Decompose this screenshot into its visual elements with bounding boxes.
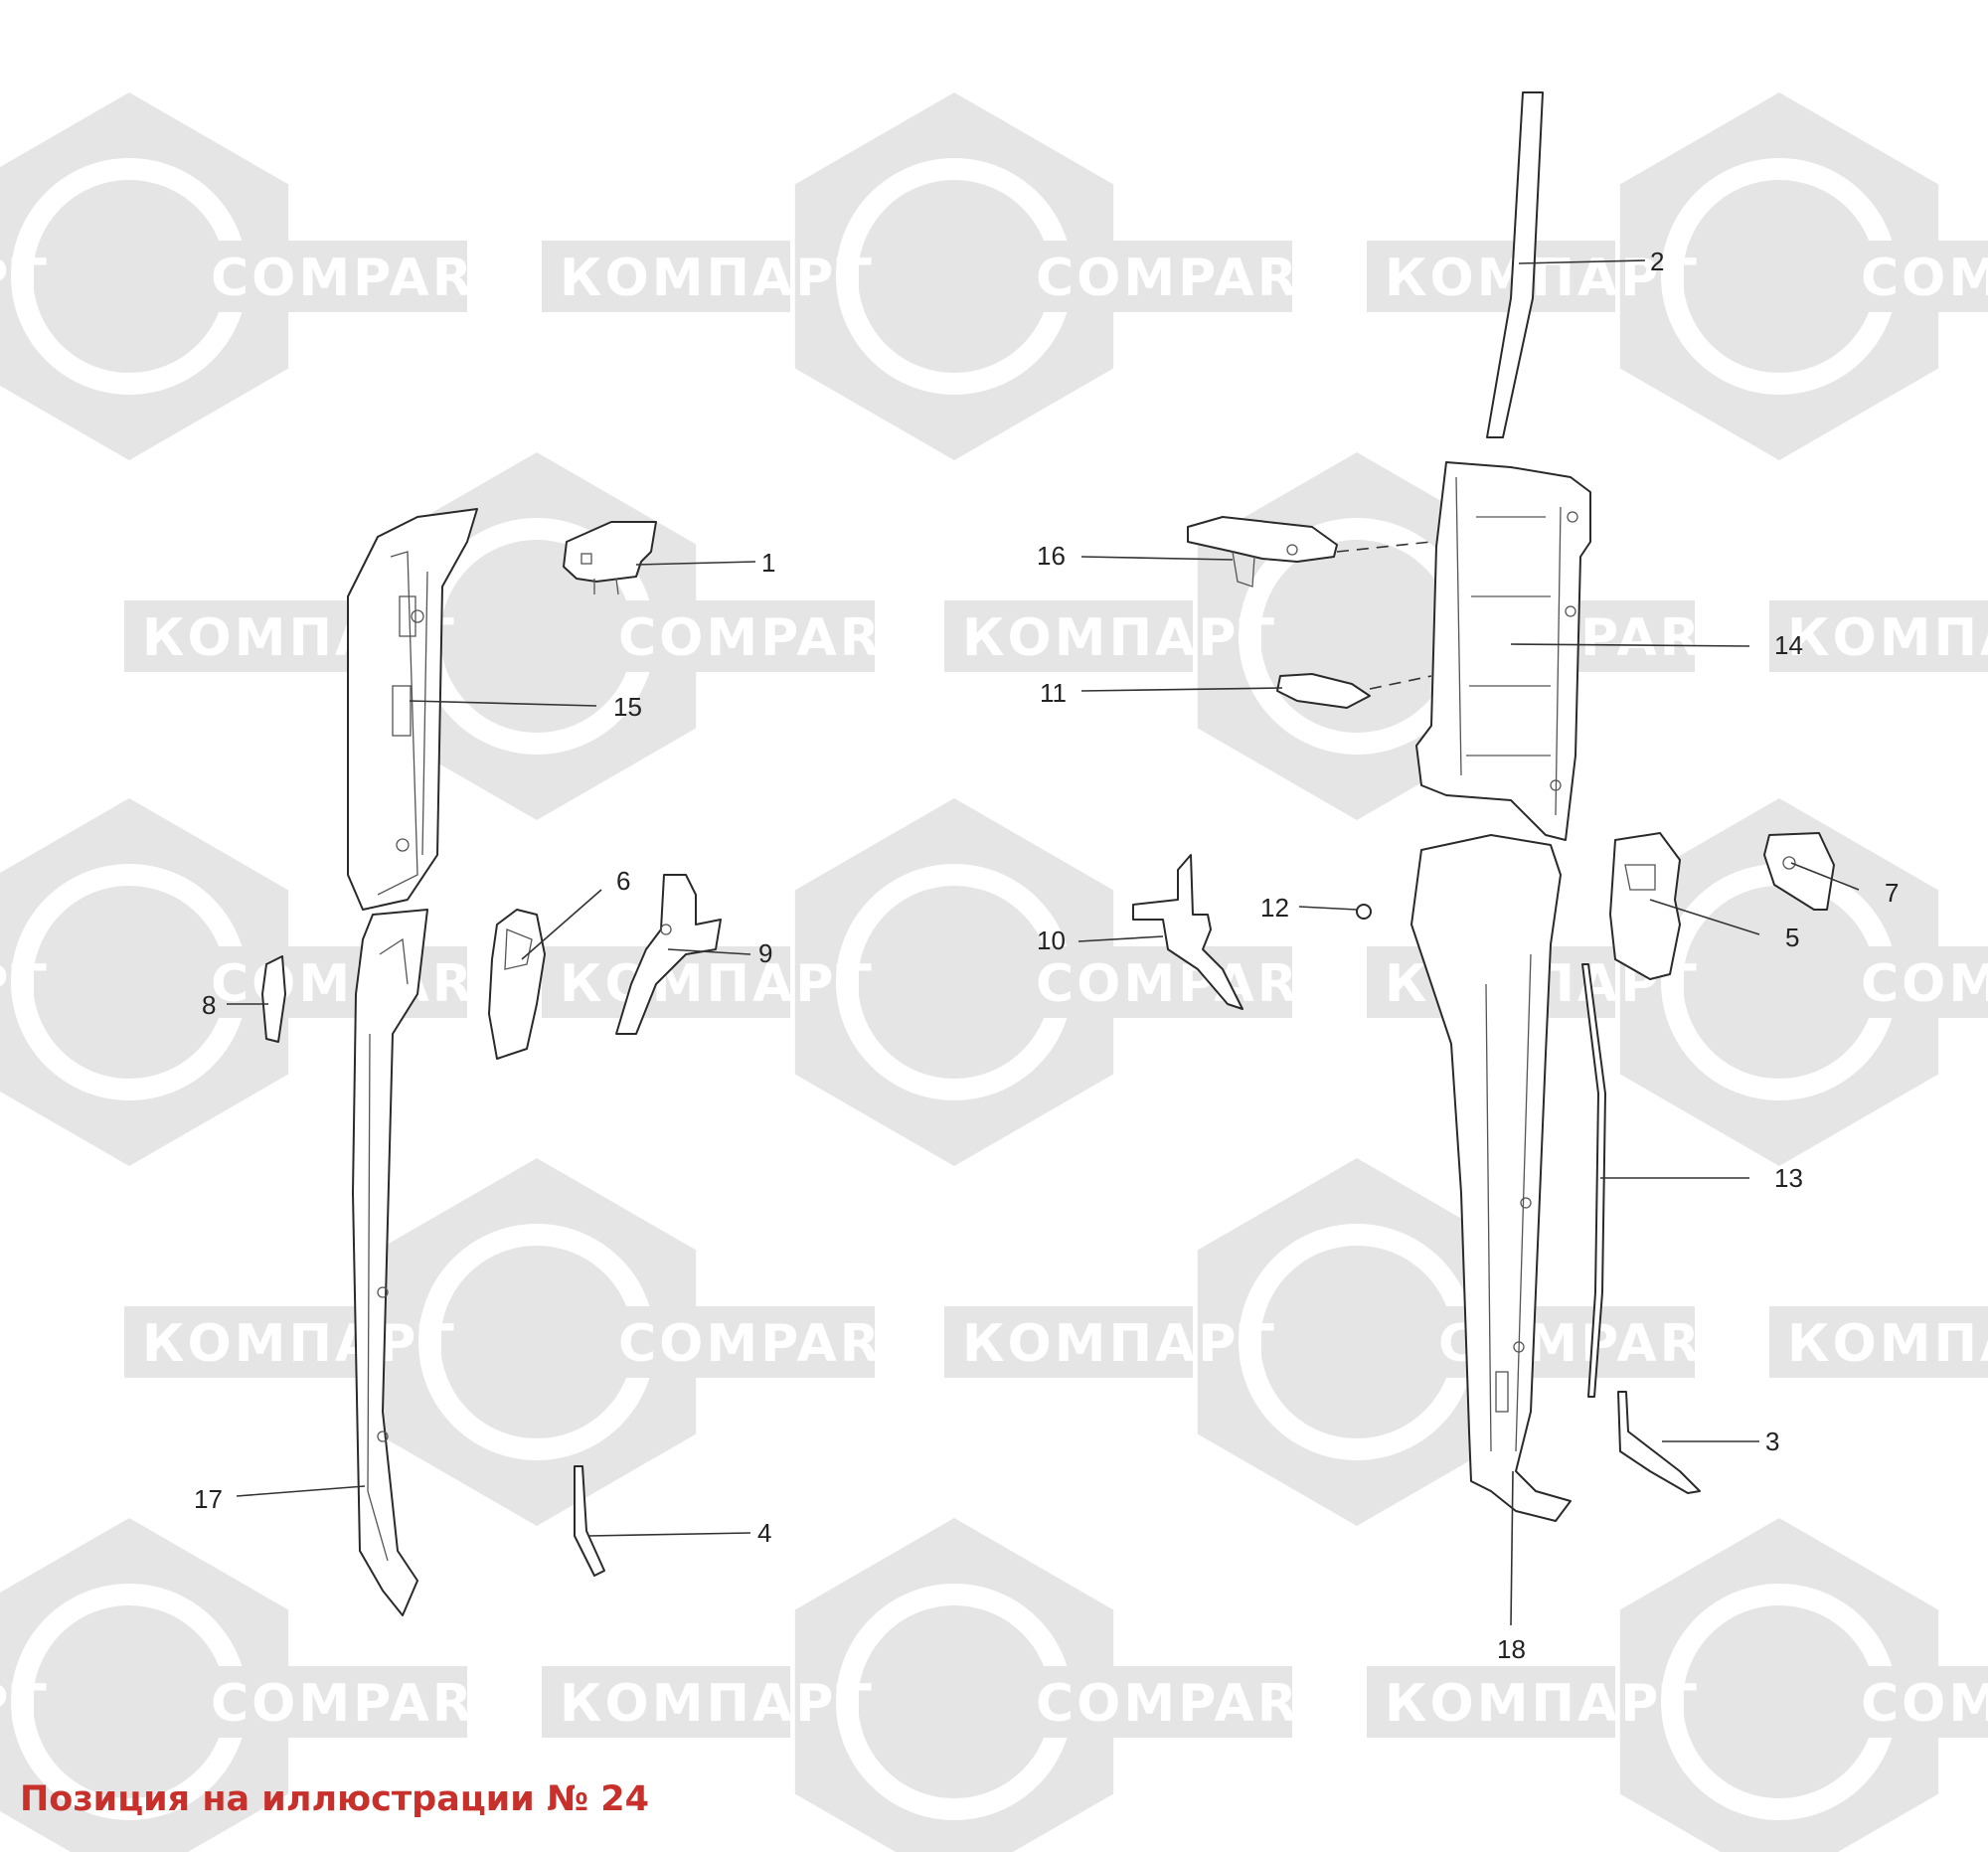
part-18-lower-pillar xyxy=(1410,834,1572,1522)
callout-13: 13 xyxy=(1774,1163,1803,1193)
callout-8: 8 xyxy=(202,990,216,1020)
callout-14: 14 xyxy=(1774,630,1803,660)
callout-4: 4 xyxy=(757,1518,771,1548)
watermark-latin: COMPART xyxy=(618,608,918,668)
watermark-logo: КОМПАРТ COMPART xyxy=(0,92,511,460)
watermark-cyrillic: КОМПАРТ xyxy=(962,608,1277,668)
watermark-cyrillic: КОМПАРТ xyxy=(0,954,50,1014)
watermark-cyrillic: КОМПАРТ xyxy=(1787,1314,1988,1374)
assembly-line-16 xyxy=(1336,541,1432,553)
watermark-logo: КОМПАРТ COMPART xyxy=(0,1518,511,1852)
assembly-line-11 xyxy=(1369,675,1432,690)
watermark-latin: COMPART xyxy=(211,249,511,308)
part-12-nut xyxy=(1356,904,1372,920)
watermark-logo: КОМПАРТ COMPART xyxy=(1367,1518,1988,1852)
watermark-latin: COMPART xyxy=(1861,1674,1988,1734)
part-10-bracket xyxy=(1132,854,1243,1010)
watermark-cyrillic: КОМПАРТ xyxy=(142,1314,457,1374)
watermark-cyrillic: КОМПАРТ xyxy=(0,249,50,308)
callout-2: 2 xyxy=(1650,247,1664,276)
part-5-bracket xyxy=(1609,832,1681,980)
watermark-logo: КОМПАРТ COMPART xyxy=(542,798,1336,1166)
watermark-logo: КОМПАРТ COMPART xyxy=(1367,92,1988,460)
callout-18: 18 xyxy=(1497,1634,1526,1664)
leader-lines xyxy=(227,259,1860,1626)
watermark-latin: COMPART xyxy=(1036,1674,1336,1734)
callout-9: 9 xyxy=(758,938,772,968)
callout-1: 1 xyxy=(761,548,775,578)
callout-15: 15 xyxy=(613,692,642,722)
callout-11: 11 xyxy=(1040,678,1067,708)
watermark-latin: COMPART xyxy=(618,1314,918,1374)
callout-numbers: 1 2 3 4 5 6 7 8 9 10 11 12 13 14 15 16 1… xyxy=(194,247,1899,1664)
watermark-cyrillic: КОМПАРТ xyxy=(560,1674,875,1734)
watermark-logo: КОМПАРТ COMPART xyxy=(124,1158,918,1526)
watermark-latin: COMPART xyxy=(1861,954,1988,1014)
part-14-panel xyxy=(1415,461,1591,841)
watermark-cyrillic: КОМПАРТ xyxy=(560,249,875,308)
callout-12: 12 xyxy=(1260,893,1289,923)
watermark-cyrillic: КОМПАРТ xyxy=(1385,249,1700,308)
watermark-logo: КОМПАРТ COMPART xyxy=(542,1518,1336,1852)
watermark-cyrillic: КОМПАРТ xyxy=(560,954,875,1014)
watermark-cyrillic: КОМПАРТ xyxy=(1385,1674,1700,1734)
part-17-lower-pillar xyxy=(352,909,428,1616)
part-13-seal-strip xyxy=(1581,963,1606,1398)
part-8-small-cover xyxy=(261,955,286,1043)
callout-3: 3 xyxy=(1765,1427,1779,1456)
illustration-position-caption: Позиция на иллюстрации № 24 xyxy=(20,1779,650,1819)
part-4-clip xyxy=(574,1465,605,1577)
callout-10: 10 xyxy=(1037,926,1066,955)
callout-17: 17 xyxy=(194,1484,223,1514)
watermark-cyrillic: КОМПАРТ xyxy=(1787,608,1988,668)
watermark-logo: КОМПАРТ COMPART xyxy=(542,92,1336,460)
part-2-strip xyxy=(1486,91,1544,438)
part-16-bracket xyxy=(1187,516,1338,588)
part-3-clip xyxy=(1617,1391,1701,1494)
callout-16: 16 xyxy=(1037,541,1066,571)
watermark-latin: COMPART xyxy=(1036,954,1336,1014)
part-6-bracket xyxy=(488,909,546,1060)
watermark-latin: COMPART xyxy=(211,1674,511,1734)
callout-7: 7 xyxy=(1885,878,1899,908)
watermark-cyrillic: КОМПАРТ xyxy=(962,1314,1277,1374)
watermark-layer: КОМПАРТ COMPART КОМПАРТ COMPART КОМПАРТ COMPA… xyxy=(0,92,1988,1852)
watermark-cyrillic: КОМПАРТ xyxy=(0,1674,50,1734)
parts-layer xyxy=(261,91,1835,1616)
part-15-upper-trim xyxy=(347,508,478,911)
part-7-cover xyxy=(1763,832,1835,911)
part-11-trim-piece xyxy=(1276,673,1371,709)
part-9-bracket xyxy=(615,874,722,1035)
callout-5: 5 xyxy=(1785,923,1799,952)
watermark-latin: COMPART xyxy=(1861,249,1988,308)
part-1-cap xyxy=(563,521,657,595)
callout-6: 6 xyxy=(616,866,630,896)
watermark-latin: COMPART xyxy=(1036,249,1336,308)
